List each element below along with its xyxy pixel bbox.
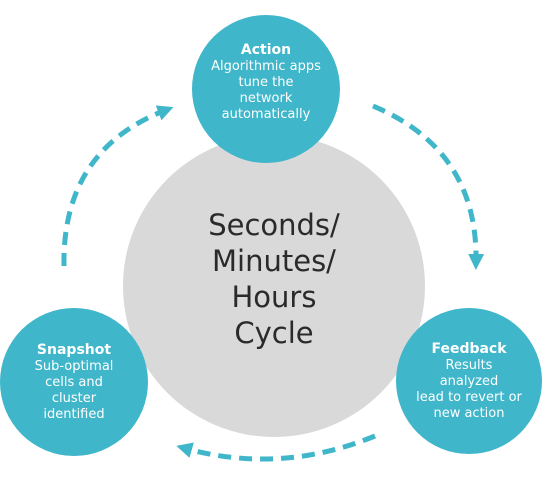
snapshot-node: Snapshot Sub-optimal cells and cluster i…: [0, 308, 148, 456]
action-line: network: [239, 90, 293, 106]
feedback-line: lead to revert or: [416, 389, 522, 405]
feedback-title: Feedback: [431, 340, 507, 357]
action-node: Action Algorithmic apps tune the network…: [192, 15, 340, 163]
snapshot-title: Snapshot: [36, 341, 112, 358]
snapshot-line: Sub-optimal: [34, 358, 114, 374]
feedback-line: Results: [445, 357, 493, 373]
center-line: Seconds/: [208, 208, 340, 242]
center-line: Hours: [231, 280, 317, 314]
action-line: Algorithmic apps: [211, 58, 321, 74]
feedback-line: analyzed: [439, 373, 499, 389]
feedback-line: new action: [433, 405, 505, 421]
snapshot-line: identified: [43, 406, 105, 422]
center-line: Cycle: [234, 316, 314, 350]
snapshot-description: Sub-optimal cells and cluster identified: [35, 359, 114, 423]
action-line: tune the: [238, 74, 294, 90]
feedback-description: Results analyzed lead to revert or new a…: [416, 358, 522, 422]
snapshot-to-action-arrow: [61, 105, 174, 267]
action-line: automatically: [221, 106, 311, 122]
snapshot-line: cluster: [51, 390, 97, 406]
cycle-center-circle: Seconds/ Minutes/ Hours Cycle: [123, 135, 425, 437]
action-description: Algorithmic apps tune the network automa…: [211, 59, 321, 123]
snapshot-line: cells and: [45, 374, 103, 390]
feedback-to-snapshot-arrow: [176, 433, 376, 462]
cycle-center-label: Seconds/ Minutes/ Hours Cycle: [208, 207, 340, 351]
center-line: Minutes/: [212, 244, 336, 278]
feedback-node: Feedback Results analyzed lead to revert…: [396, 308, 542, 454]
action-to-feedback-arrow: [372, 103, 485, 270]
action-title: Action: [240, 41, 292, 58]
